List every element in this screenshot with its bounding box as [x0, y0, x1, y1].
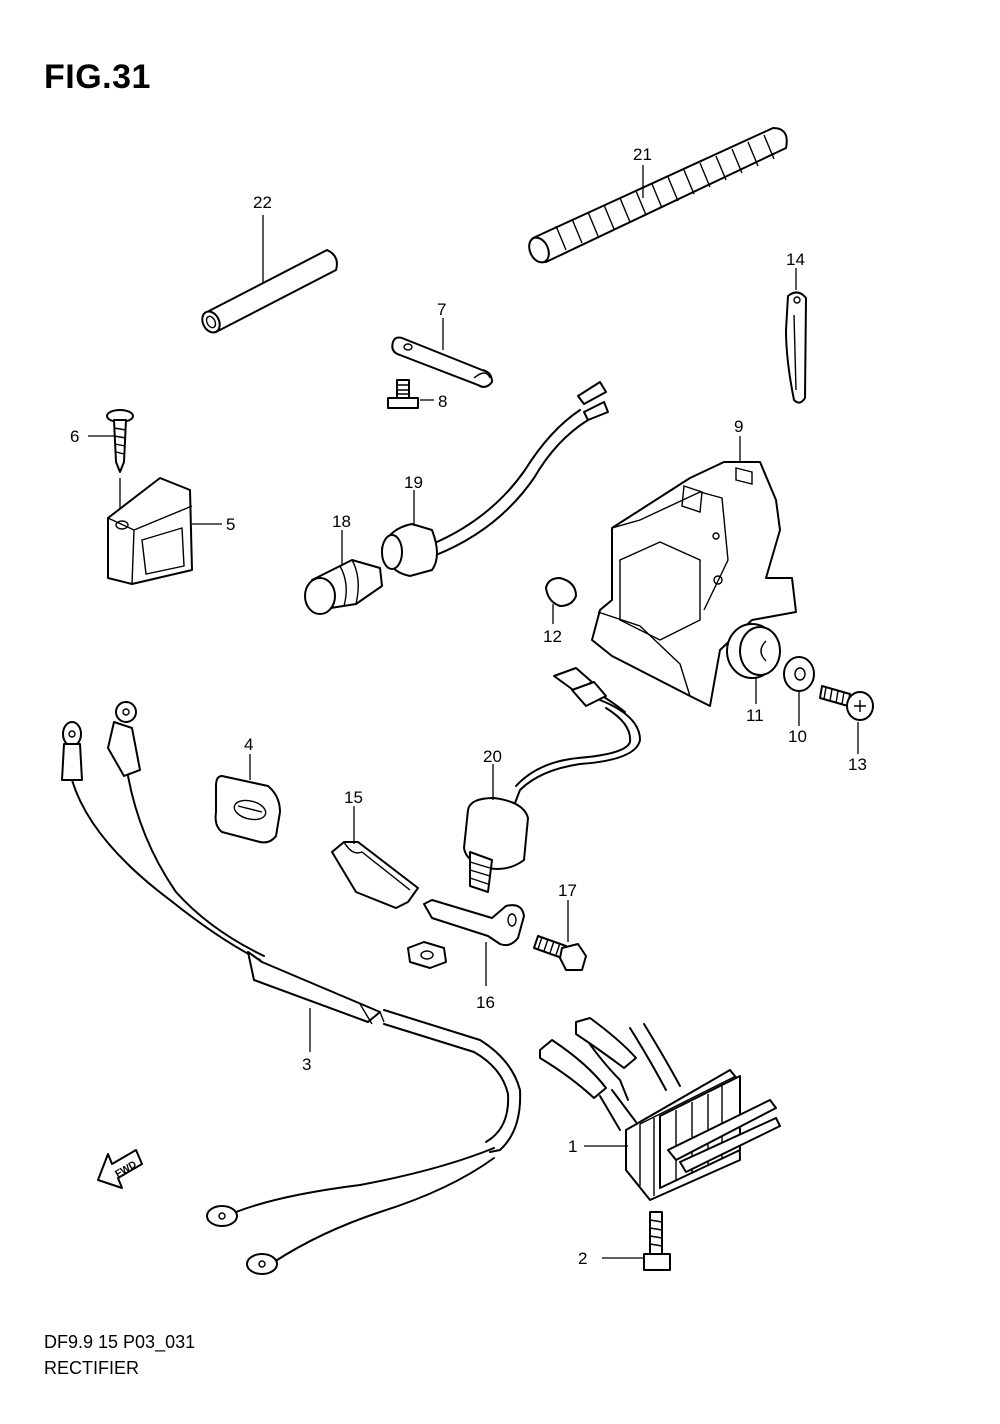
- callout-10: 10: [788, 727, 807, 746]
- part-5-cover[interactable]: [107, 477, 193, 585]
- part-18-bulb-socket[interactable]: [304, 559, 383, 615]
- part-20-switch[interactable]: [463, 667, 641, 893]
- part-15-clip[interactable]: [331, 841, 419, 909]
- part-16-nut[interactable]: [407, 941, 447, 969]
- callout-16: 16: [476, 993, 495, 1012]
- callout-9: 9: [734, 417, 743, 436]
- part-7-clamp[interactable]: [391, 336, 493, 388]
- callout-4: 4: [244, 735, 253, 754]
- fwd-direction-arrow: FWD: [97, 1149, 143, 1189]
- part-4-grommet[interactable]: [214, 775, 281, 844]
- callout-12: 12: [543, 627, 562, 646]
- part-13-bolt[interactable]: [819, 685, 874, 721]
- part-11-grommet[interactable]: [726, 623, 781, 679]
- part-6-screw[interactable]: [106, 409, 134, 473]
- callout-8: 8: [438, 392, 447, 411]
- part-22-tube[interactable]: [199, 249, 338, 335]
- callout-13: 13: [848, 755, 867, 774]
- figure-title: FIG.31: [44, 58, 151, 96]
- part-10-washer[interactable]: [783, 656, 815, 692]
- part-3-cable[interactable]: [61, 701, 522, 1275]
- callout-1: 1: [568, 1137, 577, 1156]
- part-2-bolt[interactable]: [643, 1211, 671, 1271]
- callout-22: 22: [253, 193, 272, 212]
- callout-19: 19: [404, 473, 423, 492]
- part-21-spiral-wrap[interactable]: [525, 127, 788, 266]
- diagram-caption: RECTIFIER: [44, 1358, 140, 1378]
- part-9-bracket[interactable]: [591, 461, 797, 707]
- callout-3: 3: [302, 1055, 311, 1074]
- part-harness-cable[interactable]: [429, 381, 609, 556]
- part-8-bolt[interactable]: [387, 379, 419, 409]
- callout-11: 11: [746, 706, 764, 725]
- part-17-bolt[interactable]: [533, 935, 587, 971]
- callout-20: 20: [483, 747, 502, 766]
- callout-15: 15: [344, 788, 363, 807]
- part-16-plate[interactable]: [423, 899, 525, 947]
- callout-17: 17: [558, 881, 577, 900]
- part-1-rectifier[interactable]: [539, 1017, 781, 1201]
- callout-7: 7: [437, 300, 446, 319]
- part-19-grommet[interactable]: [381, 523, 438, 577]
- callout-2: 2: [578, 1249, 587, 1268]
- part-12-cap[interactable]: [545, 577, 577, 607]
- callout-21: 21: [633, 145, 652, 164]
- callout-5: 5: [226, 515, 235, 534]
- callout-14: 14: [786, 250, 805, 269]
- callout-18: 18: [332, 512, 351, 531]
- diagram-code: DF9.9 15 P03_031: [44, 1332, 196, 1352]
- callout-6: 6: [70, 427, 79, 446]
- part-14-band[interactable]: [785, 291, 807, 404]
